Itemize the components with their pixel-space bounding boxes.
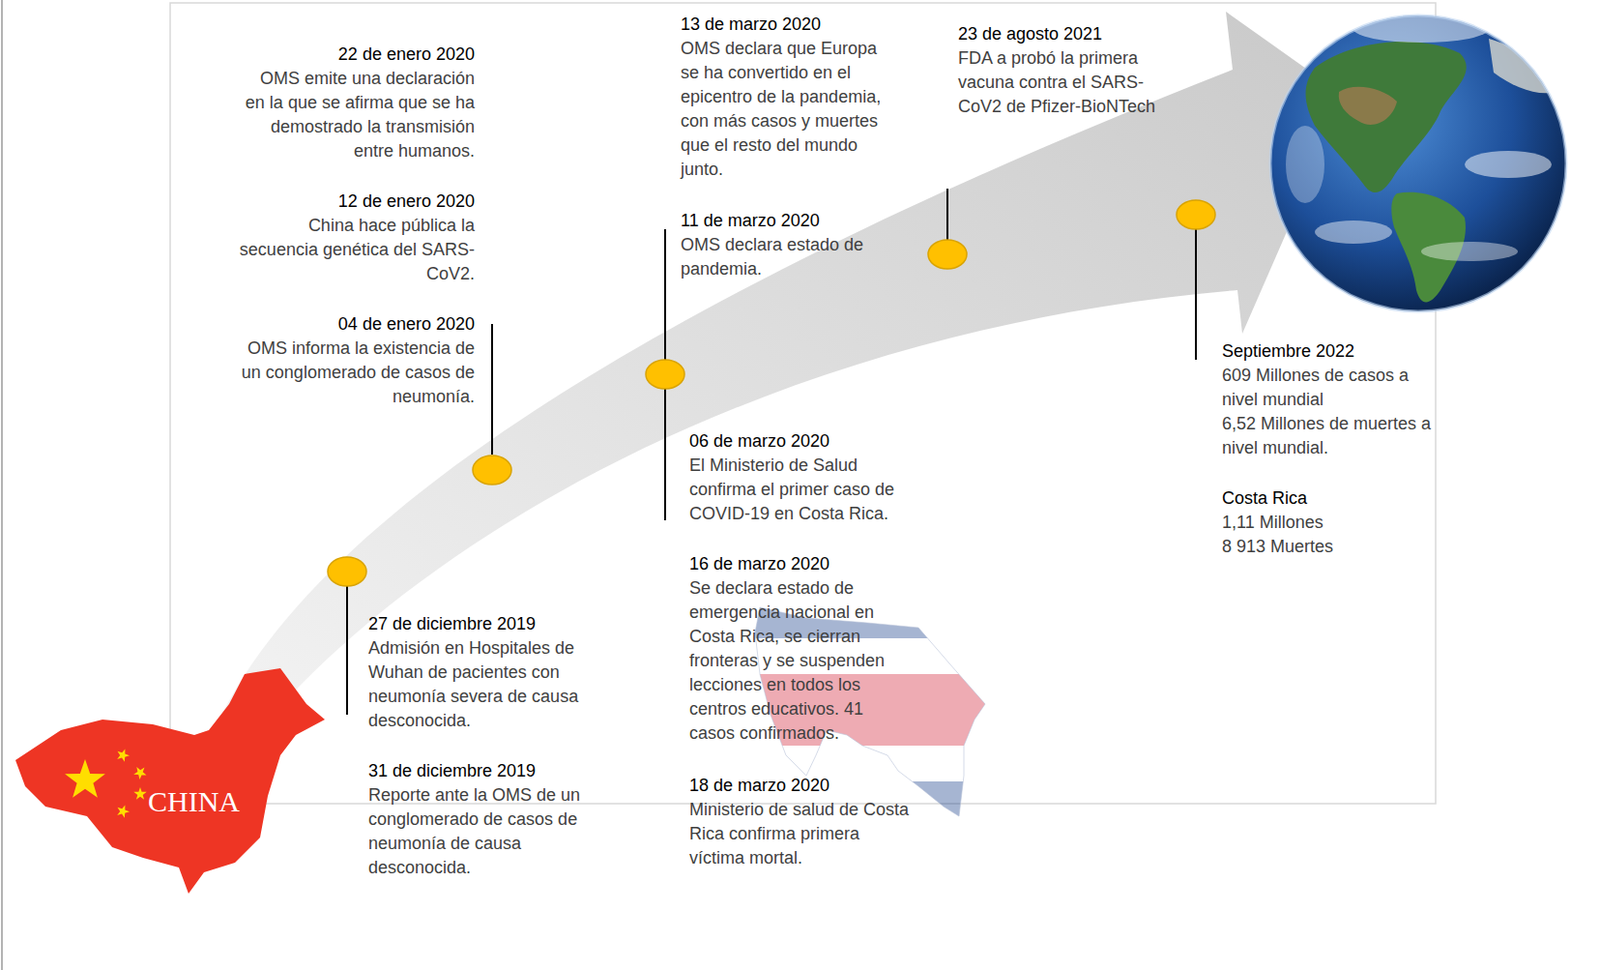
event-date: 31 de diciembre 2019 — [368, 758, 606, 784]
china-map: CHINA — [15, 663, 327, 894]
event-date: 13 de marzo 2020 — [680, 12, 899, 37]
event-text: Ministerio de salud de Costa Rica confir… — [689, 797, 914, 871]
page-border — [0, 0, 3, 970]
event-date: Costa Rica — [1221, 486, 1445, 511]
event-date: 11 de marzo 2020 — [680, 208, 899, 233]
event-date: 22 de enero 2020 — [237, 42, 475, 67]
event-date: 12 de enero 2020 — [237, 189, 475, 214]
timeline-entry: 11 de marzo 2020OMS declara estado de pa… — [680, 208, 899, 282]
timeline-entry: 13 de marzo 2020OMS declara que Europa s… — [680, 12, 899, 182]
globe-illustration — [1270, 15, 1567, 312]
event-text: China hace pública la secuencia genética… — [237, 213, 475, 287]
event-date: Septiembre 2022 — [1221, 339, 1445, 364]
event-text: 609 Millones de casos a nivel mundial — [1221, 363, 1445, 412]
event-text: OMS declara estado de pandemia. — [680, 232, 899, 282]
event-text: FDA a probó la primera vacuna contra el … — [958, 46, 1176, 119]
event-date: 27 de diciembre 2019 — [368, 611, 606, 637]
event-text: OMS emite una declaración en la que se a… — [237, 66, 475, 164]
timeline-entry: 04 de enero 2020OMS informa la existenci… — [237, 312, 475, 409]
timeline-entry: 16 de marzo 2020Se declara estado de eme… — [689, 552, 914, 746]
event-text: 8 913 Muertes — [1221, 534, 1445, 559]
timeline-arrow — [207, 11, 1346, 750]
timeline-entry: Septiembre 2022609 Millones de casos a n… — [1221, 339, 1445, 461]
event-text: Se declara estado de emergencia nacional… — [689, 576, 914, 746]
event-date: 23 de agosto 2021 — [958, 22, 1176, 47]
event-text: 6,52 Millones de muertes a nivel mundial… — [1221, 411, 1445, 461]
timeline-entry: 31 de diciembre 2019Reporte ante la OMS … — [368, 758, 606, 880]
map-label: CHINA — [147, 785, 240, 818]
event-text: Reporte ante la OMS de un conglomerado d… — [368, 783, 606, 880]
event-text: OMS informa la existencia de un conglome… — [237, 336, 475, 409]
timeline-entry: Costa Rica1,11 Millones8 913 Muertes — [1221, 486, 1445, 559]
event-text: Admisión en Hospitales de Wuhan de pacie… — [368, 636, 606, 733]
timeline-entry: 06 de marzo 2020El Ministerio de Salud c… — [689, 429, 917, 526]
event-date: 06 de marzo 2020 — [689, 429, 917, 454]
timeline-entry: 23 de agosto 2021FDA a probó la primera … — [958, 22, 1176, 119]
china-shape — [15, 663, 327, 894]
event-date: 16 de marzo 2020 — [689, 552, 914, 577]
event-text: El Ministerio de Salud confirma el prime… — [689, 453, 917, 526]
timeline-entry: 18 de marzo 2020Ministerio de salud de C… — [689, 773, 914, 871]
event-text: OMS declara que Europa se ha convertido … — [680, 36, 899, 182]
event-text: 1,11 Millones — [1221, 510, 1445, 535]
timeline-entry: 22 de enero 2020OMS emite una declaració… — [237, 42, 475, 164]
event-date: 18 de marzo 2020 — [689, 773, 914, 798]
timeline-entry: 12 de enero 2020China hace pública la se… — [237, 189, 475, 287]
timeline-entry: 27 de diciembre 2019Admisión en Hospital… — [368, 611, 606, 733]
event-date: 04 de enero 2020 — [237, 312, 475, 337]
